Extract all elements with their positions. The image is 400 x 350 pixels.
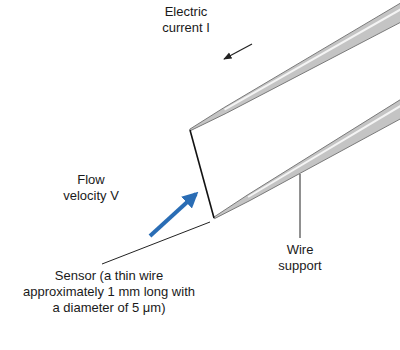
wire-support — [214, 90, 400, 218]
flow-label: Flow velocity V — [56, 172, 126, 204]
wire-support — [190, 0, 400, 131]
current-arrow — [224, 44, 252, 59]
support-label: Wire support — [268, 242, 332, 274]
highlight — [224, 0, 400, 110]
leader-line — [102, 222, 210, 264]
highlight — [248, 95, 400, 197]
leader-line — [300, 174, 301, 238]
current-label: Electric current I — [150, 4, 222, 36]
sensor-wire — [190, 130, 214, 218]
sensor-label: Sensor (a thin wire approximately 1 mm l… — [20, 268, 198, 316]
